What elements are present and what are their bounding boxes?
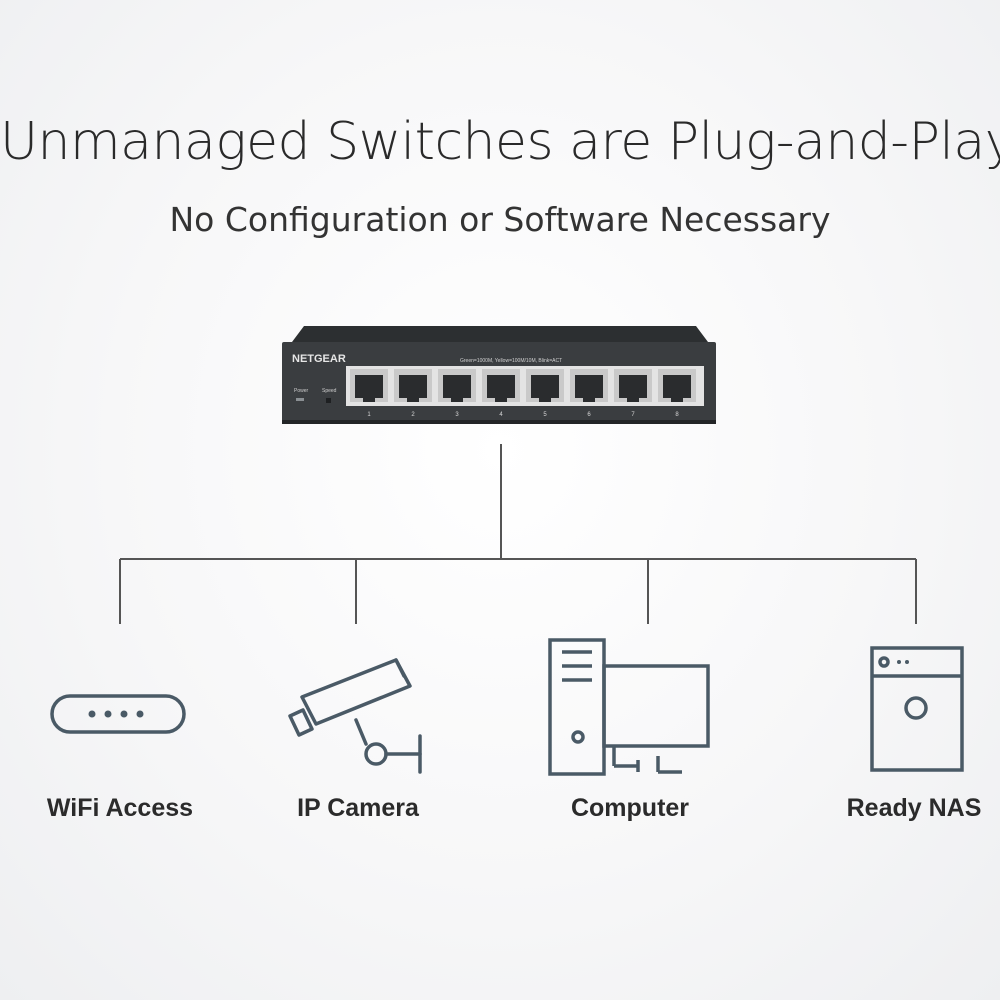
power-label: Power: [294, 388, 309, 394]
ethernet-port-icon: [394, 369, 432, 402]
ethernet-port-icon: [350, 369, 388, 402]
port-number-label: 1: [367, 412, 371, 418]
speed-led-icon: [326, 398, 331, 403]
device-label-wifi: WiFi Access: [46, 794, 194, 822]
switch-brand-label: NETGEAR: [292, 353, 346, 365]
switch-base-edge: [282, 420, 716, 424]
speed-label: Speed: [322, 388, 337, 394]
computer-icon: [548, 638, 710, 776]
port-number-label: 4: [499, 412, 503, 418]
port-number-label: 5: [543, 412, 547, 418]
nas-icon: [870, 646, 964, 772]
switch-front-text: Green=1000M, Yellow=100M/10M, Blink=ACT: [460, 358, 562, 364]
switch-top-panel: [292, 326, 708, 342]
ethernet-port-icon: [526, 369, 564, 402]
device-label-nas: Ready NAS: [846, 794, 982, 822]
ip-camera-icon: [288, 658, 422, 774]
power-led-icon: [296, 398, 304, 401]
ethernet-port-icon: [482, 369, 520, 402]
port-number-label: 6: [587, 412, 591, 418]
wifi-access-point-icon: [50, 694, 186, 734]
device-label-computer: Computer: [570, 794, 690, 822]
port-number-label: 3: [455, 412, 459, 418]
ethernet-port-icon: [658, 369, 696, 402]
port-number-label: 8: [675, 412, 679, 418]
ethernet-port-icon: [438, 369, 476, 402]
ethernet-port-icon: [614, 369, 652, 402]
port-number-label: 7: [631, 412, 635, 418]
diagram-title: Unmanaged Switches are Plug-and-Play: [0, 112, 1000, 172]
port-number-label: 2: [411, 412, 415, 418]
connection-tree: [119, 444, 917, 624]
network-switch: NETGEAR Green=1000M, Yellow=100M/10M, Bl…: [282, 326, 716, 424]
device-label-camera: IP Camera: [297, 794, 419, 822]
diagram-subtitle: No Configuration or Software Necessary: [169, 200, 831, 239]
ethernet-port-icon: [570, 369, 608, 402]
